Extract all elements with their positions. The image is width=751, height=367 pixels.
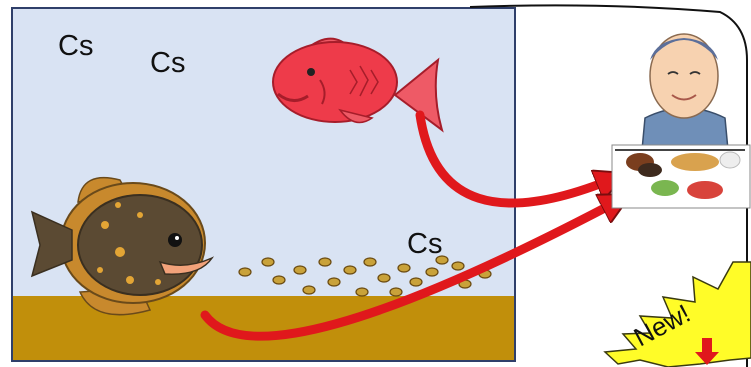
- meal-tray-icon: [612, 145, 750, 208]
- elderly-man-icon: [642, 34, 728, 150]
- cs-label-3: Cs: [407, 228, 442, 260]
- cs-label-2: Cs: [150, 47, 185, 79]
- cs-label-1: Cs: [58, 30, 93, 62]
- starburst-badge: New!: [605, 262, 751, 367]
- sediment-layer: [12, 296, 515, 361]
